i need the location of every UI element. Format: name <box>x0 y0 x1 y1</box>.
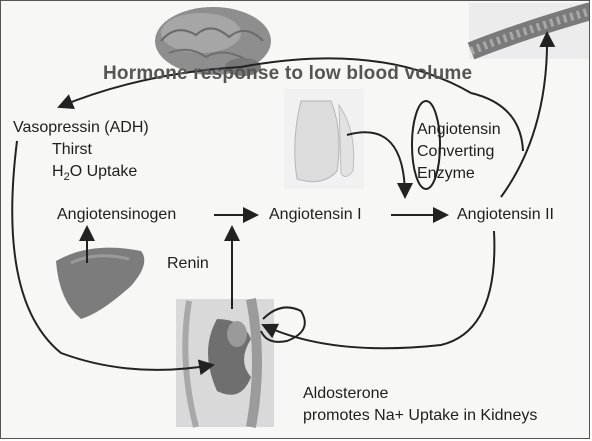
arrow-angiotensin2-to-vessel <box>501 33 547 197</box>
water-uptake-label: H2O Uptake <box>52 163 137 186</box>
angiotensin2-label: Angiotensin II <box>457 206 554 224</box>
diagram-title: Hormone response to low blood volume <box>103 63 472 85</box>
ace-label-line1: Angiotensin <box>417 121 501 139</box>
aldosterone-label: Aldosterone <box>303 385 388 403</box>
angiotensinogen-label: Angiotensinogen <box>57 206 176 224</box>
aldosterone-effect-label: promotes Na+ Uptake in Kidneys <box>303 407 537 425</box>
arrow-angiotensin2-to-kidney <box>263 231 494 348</box>
vasopressin-label: Vasopressin (ADH) <box>13 119 149 137</box>
renin-label: Renin <box>167 255 209 273</box>
ace-label-line3: Enzyme <box>417 165 475 183</box>
arrow-lungs-to-conversion <box>347 132 405 197</box>
ace-label-line2: Converting <box>417 143 494 161</box>
thirst-label: Thirst <box>52 141 92 159</box>
angiotensin1-label: Angiotensin I <box>269 206 362 224</box>
